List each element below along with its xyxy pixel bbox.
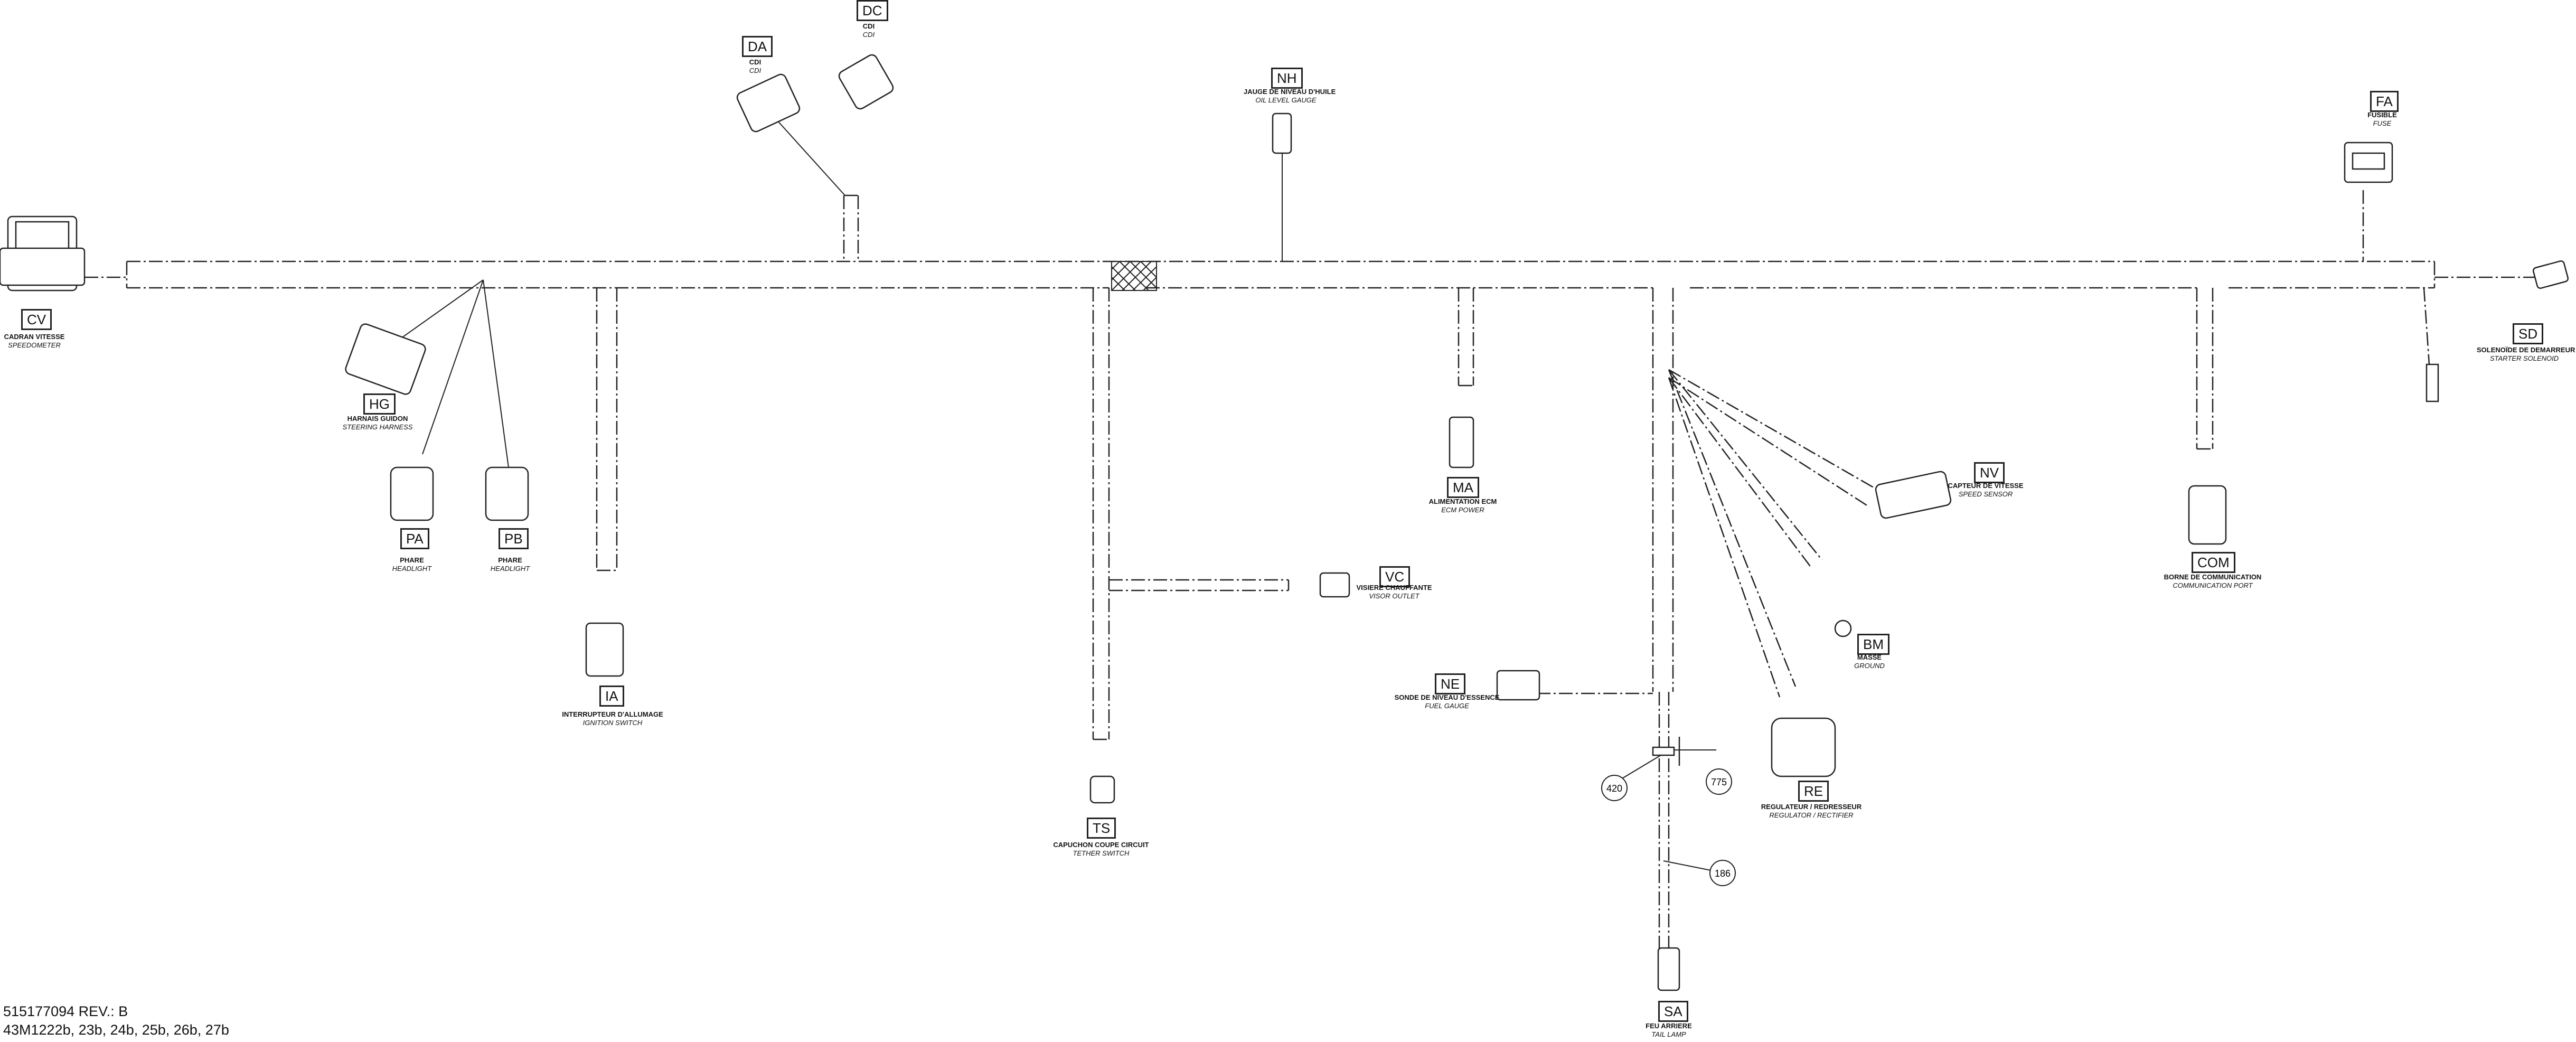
- connector-code-cv: CV: [21, 309, 52, 330]
- connector-code-hg: HG: [363, 393, 396, 415]
- callout-775: 775: [1706, 768, 1732, 795]
- connector-code-bm: BM: [1857, 634, 1889, 655]
- ignition-switch-connector-icon: [585, 622, 624, 677]
- visor-outlet-connector-icon: [1319, 572, 1350, 598]
- connector-code-ma: MA: [1447, 477, 1479, 498]
- main-harness-trunk: [126, 260, 2436, 289]
- tether-switch-connector-icon: [1089, 775, 1115, 804]
- fuse-connector-icon: [2344, 142, 2393, 183]
- connector-code-nv: NV: [1974, 462, 2005, 483]
- callout-186: 186: [1709, 860, 1736, 886]
- connector-code-com: COM: [2192, 552, 2235, 573]
- connector-code-sd: SD: [2513, 323, 2544, 344]
- steering-harness-connector-icon: [345, 323, 426, 395]
- connector-code-pb: PB: [499, 528, 529, 549]
- connector-code-fa: FA: [2370, 91, 2399, 112]
- connector-code-ia: IA: [599, 686, 624, 707]
- speedometer-connector-icon: [0, 215, 86, 292]
- fuel-gauge-connector-icon: [1496, 670, 1540, 701]
- ecm-power-connector-icon: [1449, 416, 1474, 468]
- speed-sensor-connector-icon: [1875, 471, 1952, 519]
- connector-code-da: DA: [742, 36, 773, 57]
- callout-420: 420: [1601, 775, 1628, 801]
- ground-ring-icon: [1834, 619, 1852, 637]
- connector-code-dc: DC: [857, 0, 888, 21]
- model-numbers: 43M1222b, 23b, 24b, 25b, 26b, 27b: [3, 1022, 229, 1038]
- part-number: 515177094 REV.: B: [3, 1003, 128, 1019]
- connector-code-vc: VC: [1379, 566, 1411, 587]
- svg-text:775: 775: [1711, 777, 1727, 787]
- grommet: [1111, 261, 1157, 291]
- connector-code-ne: NE: [1435, 673, 1466, 694]
- svg-text:420: 420: [1606, 783, 1622, 794]
- svg-text:186: 186: [1715, 868, 1731, 879]
- cdi-connector-dc-icon: [838, 54, 894, 110]
- starter-solenoid-connector-icon: [2532, 260, 2569, 289]
- connector-code-sa: SA: [1658, 1001, 1688, 1022]
- bolt-icon: [1652, 737, 1680, 766]
- headlight-connector-pb-icon: [485, 466, 529, 521]
- regulator-connector-icon: [1771, 717, 1836, 777]
- oil-gauge-connector-icon: [1272, 112, 1292, 154]
- tail-lamp-connector-icon: [1657, 947, 1680, 991]
- cdi-connector-da-icon: [736, 73, 801, 133]
- starter-solenoid-stub-icon: [2425, 363, 2439, 402]
- connector-code-pa: PA: [400, 528, 429, 549]
- headlight-connector-pa-icon: [390, 466, 434, 521]
- connector-code-nh: NH: [1271, 68, 1303, 89]
- connector-code-re: RE: [1798, 781, 1829, 802]
- connector-code-ts: TS: [1087, 818, 1116, 839]
- communication-port-connector-icon: [2188, 485, 2227, 545]
